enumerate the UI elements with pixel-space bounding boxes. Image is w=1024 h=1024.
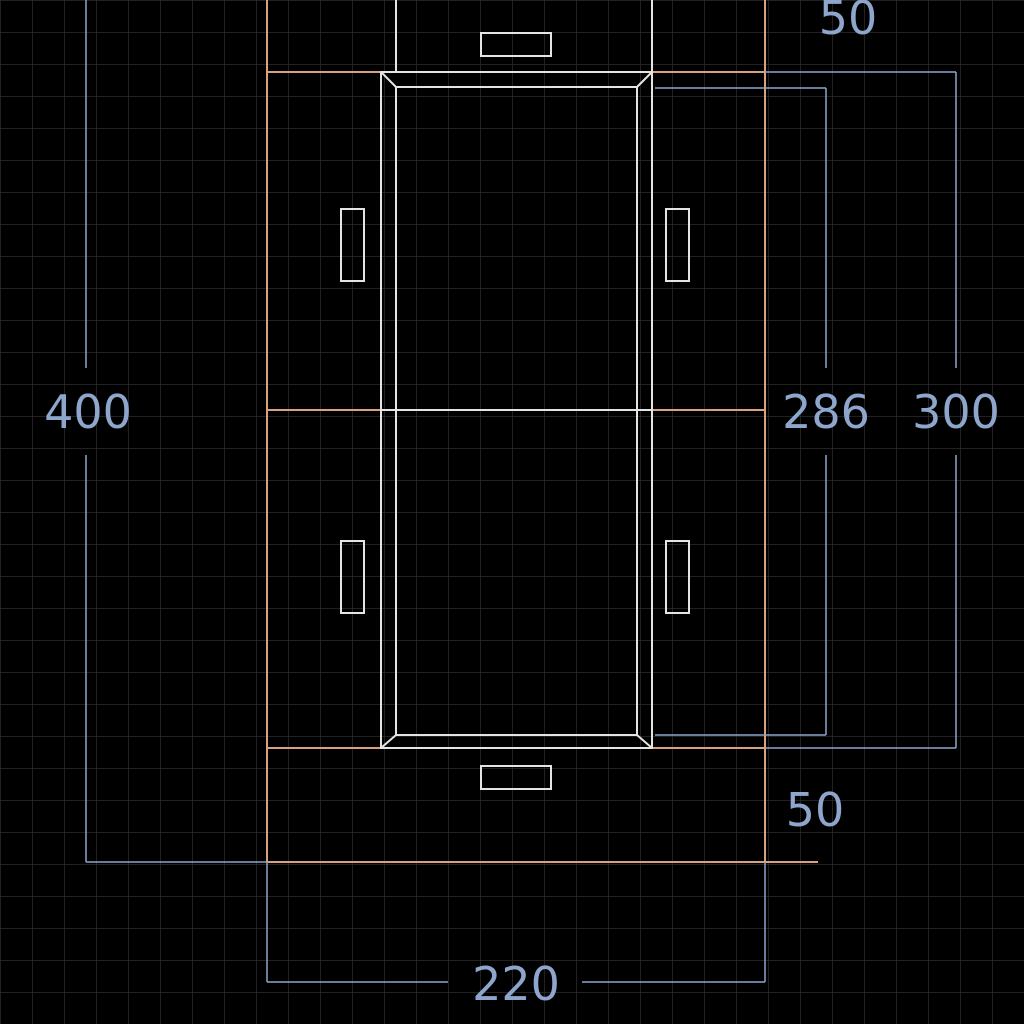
slot-bottom: [480, 765, 552, 790]
dim-label-width: 220: [472, 957, 560, 1011]
dim-label-total-height: 400: [44, 385, 132, 439]
slot-left-upper: [340, 208, 365, 282]
slot-right-lower: [665, 540, 690, 614]
dim-label-middle-height: 300: [912, 385, 1000, 439]
slot-left-lower: [340, 540, 365, 614]
inner-frame: [380, 0, 653, 749]
dim-label-bottom-flap: 50: [786, 783, 845, 837]
slot-top: [480, 32, 552, 57]
slot-right-upper: [665, 208, 690, 282]
dimension-lines: [85, 0, 957, 983]
slots: [340, 32, 690, 790]
dim-label-inner-height: 286: [782, 385, 870, 439]
dim-label-top-flap: 50: [819, 0, 878, 45]
